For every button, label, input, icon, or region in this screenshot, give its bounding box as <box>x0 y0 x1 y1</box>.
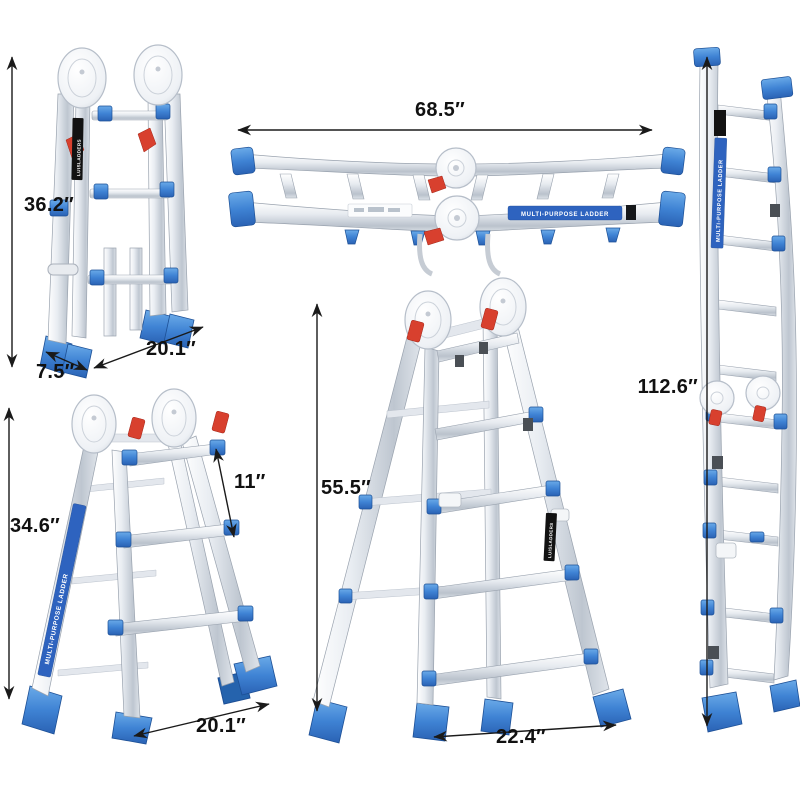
dim-arrow-folded-width <box>93 326 204 369</box>
rail-clamp <box>49 199 69 217</box>
slide-latch <box>715 542 737 559</box>
dim-label-flat-length: 68.5″ <box>414 99 465 121</box>
red-lock-lever <box>137 127 157 153</box>
a-frame-hinges <box>71 388 230 454</box>
red-hinge-cap <box>406 319 425 343</box>
brand-label-strip: LUISLADDERS <box>543 512 557 562</box>
dim-arrow-tall-width <box>433 720 617 742</box>
dim-label-folded-depth: 7.5″ <box>36 361 75 383</box>
tall-a-frame-rungs <box>421 332 599 687</box>
product-label-strip: MULTI-PURPOSE LADDER <box>710 137 728 249</box>
red-lock-lever <box>427 175 447 194</box>
figure-tall-a-frame-ladder: LUISLADDERS <box>308 277 632 744</box>
dim-label-folded-width: 20.1″ <box>146 338 197 360</box>
red-hinge-cap <box>127 416 146 440</box>
dim-arrow-aframe-width <box>133 701 270 739</box>
folded-ladder-rungs <box>87 103 179 286</box>
top-cap <box>760 76 794 100</box>
svg-text:MULTI-PURPOSE LADDER: MULTI-PURPOSE LADDER <box>521 212 609 218</box>
red-hinge-cap <box>480 307 499 331</box>
figure-folded-ladder: LUISLADDERS <box>39 44 195 379</box>
rail-pad <box>479 342 488 354</box>
dim-label-aframe-width: 20.1″ <box>196 715 247 737</box>
extended-ladder-rungs <box>715 104 779 684</box>
red-lock-lever <box>423 227 445 246</box>
folded-ladder-rails <box>47 93 189 345</box>
folded-ladder-hinges <box>57 44 183 159</box>
rail-pad <box>523 418 533 431</box>
brand-label-strip: LUISLADDERS <box>71 117 84 181</box>
rail-pad <box>708 646 719 659</box>
product-label-strip: MULTI-PURPOSE LADDER <box>507 205 636 221</box>
dim-arrow-folded-depth <box>45 351 88 371</box>
flat-ladder-hinges <box>423 147 480 246</box>
standoff-hooks <box>417 233 502 277</box>
tall-a-frame-hinges <box>404 277 527 350</box>
dim-label-rung-spacing: 11″ <box>234 471 266 493</box>
red-hinge-cap <box>211 410 230 434</box>
dim-label-tall-width: 22.4″ <box>496 726 547 748</box>
svg-text:LUISLADDERS: LUISLADDERS <box>76 139 82 176</box>
svg-text:MULTI-PURPOSE LADDER: MULTI-PURPOSE LADDER <box>716 159 725 242</box>
dim-label-extended-height: 112.6″ <box>637 376 698 398</box>
brand-label-strip <box>714 110 726 136</box>
rail-pad <box>455 355 464 367</box>
rail-pad <box>712 456 723 469</box>
dim-label-folded-height: 36.2″ <box>24 194 75 216</box>
figure-flat-ladder: MULTI-PURPOSE LADDER <box>228 146 686 277</box>
svg-text:LUISLADDERS: LUISLADDERS <box>547 522 554 558</box>
flat-ladder-top-section <box>230 146 686 201</box>
front-left-rail <box>416 346 440 706</box>
dim-label-aframe-height: 34.6″ <box>10 515 61 537</box>
dim-label-tall-height: 55.5″ <box>321 477 372 499</box>
slide-latch <box>438 492 462 508</box>
dim-arrow-rung-spacing <box>213 448 237 538</box>
carry-handle <box>47 263 79 276</box>
flat-ladder-bottom-section: MULTI-PURPOSE LADDER <box>228 190 686 246</box>
rail-pad <box>770 204 780 217</box>
